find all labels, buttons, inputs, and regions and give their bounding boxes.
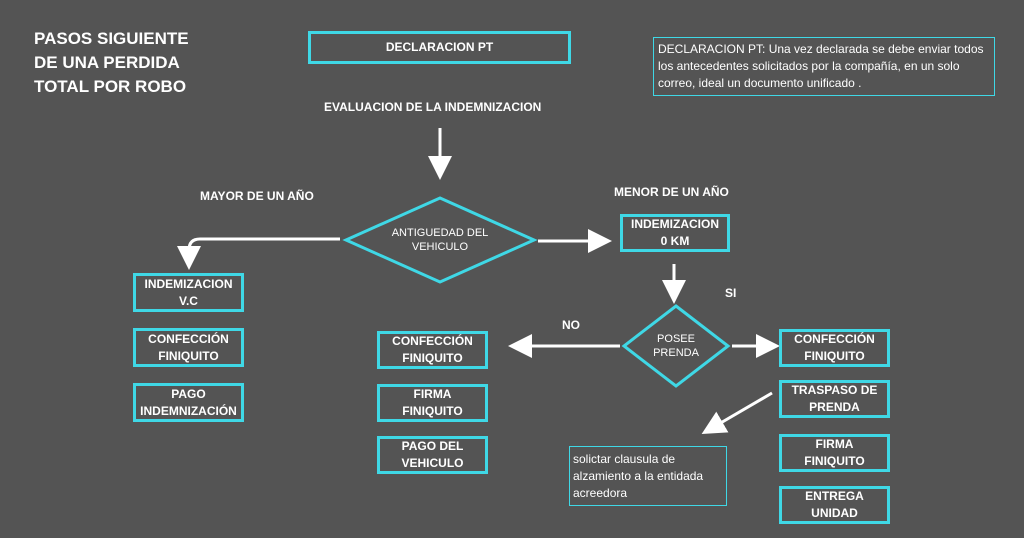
entrega-unidad-box: ENTREGA UNIDAD (779, 486, 890, 524)
antiguedad-text: ANTIGUEDAD DEL VEHICULO (366, 220, 514, 260)
box-line: UNIDAD (811, 506, 858, 520)
box-line: PAGO (171, 386, 206, 401)
title-line: PASOS SIGUIENTE (34, 29, 189, 48)
box-line: ENTREGA (805, 489, 864, 503)
posee-prenda-line: PRENDA (653, 347, 699, 359)
si-firma-finiquito-box: FIRMA FINIQUITO (779, 434, 890, 472)
posee-prenda-diamond (621, 304, 731, 388)
title-line: DE UNA PERDIDA (34, 53, 180, 72)
box-line: V.C (179, 293, 198, 308)
box-line: INDEMIZACION (144, 276, 233, 291)
box-line: PRENDA (809, 400, 860, 414)
arrow-to-clausula (701, 391, 773, 435)
box-line: FINIQUITO (158, 348, 219, 363)
box-line: TRASPASO DE (791, 383, 878, 397)
posee-prenda-line: POSEE (657, 333, 695, 345)
pago-indemnizacion-box: PAGO INDEMNIZACIÓN (133, 383, 244, 422)
box-line: INDEMNIZACIÓN (140, 403, 237, 418)
box-line: 0 KM (660, 234, 690, 248)
antiguedad-line: VEHICULO (411, 241, 469, 253)
mayor-label: MAYOR DE UN AÑO (200, 189, 314, 203)
box-line: CONFECCIÓN (392, 334, 473, 348)
box-line: CONFECCIÓN (794, 332, 875, 346)
declaracion-pt-box: DECLARACION PT (308, 31, 571, 64)
declaracion-pt-label: DECLARACION PT (385, 40, 494, 54)
clausula-note: solictar clausula de alzamiento a la ent… (569, 446, 727, 506)
declaracion-note: DECLARACION PT: Una vez declarada se deb… (653, 37, 995, 96)
title-line: TOTAL POR ROBO (34, 77, 187, 96)
antiguedad-diamond (342, 196, 538, 284)
indemizacion-0km-box: INDEMIZACION 0 KM (620, 214, 730, 252)
si-confeccion-finiquito-box: CONFECCIÓN FINIQUITO (779, 329, 890, 367)
box-line: FINIQUITO (804, 349, 865, 363)
posee-prenda-text: POSEE PRENDA (636, 330, 716, 362)
box-line: FIRMA (815, 437, 854, 451)
antiguedad-line: ANTIGUEDAD DEL (391, 227, 489, 239)
box-line: FIRMA (413, 387, 452, 401)
clausula-text: solictar clausula de alzamiento a la ent… (573, 452, 704, 500)
traspaso-prenda-box: TRASPASO DE PRENDA (779, 380, 890, 418)
box-line: CONFECCIÓN (148, 331, 229, 346)
declaracion-note-text: DECLARACION PT: Una vez declarada se deb… (658, 42, 984, 90)
si-label: SI (725, 286, 737, 300)
box-line: FINIQUITO (402, 404, 463, 418)
box-line: INDEMIZACION (631, 217, 719, 231)
no-firma-finiquito-box: FIRMA FINIQUITO (377, 384, 488, 422)
arrow-to-indemizacion-vc (177, 237, 340, 270)
box-line: PAGO DEL (401, 439, 464, 453)
box-line: FINIQUITO (402, 351, 463, 365)
box-line: FINIQUITO (804, 454, 865, 468)
no-label: NO (562, 318, 580, 332)
evaluacion-label: EVALUACION DE LA INDEMNIZACION (324, 100, 542, 114)
box-line: VEHICULO (401, 456, 464, 470)
left-confeccion-finiquito-box: CONFECCIÓN FINIQUITO (133, 328, 244, 367)
indemizacion-vc-box: INDEMIZACION V.C (133, 273, 244, 312)
pago-del-vehiculo-box: PAGO DEL VEHICULO (377, 436, 488, 474)
menor-label: MENOR DE UN AÑO (614, 185, 729, 199)
no-confeccion-finiquito-box: CONFECCIÓN FINIQUITO (377, 331, 488, 369)
page-title: PASOS SIGUIENTE DE UNA PERDIDA TOTAL POR… (34, 27, 234, 99)
